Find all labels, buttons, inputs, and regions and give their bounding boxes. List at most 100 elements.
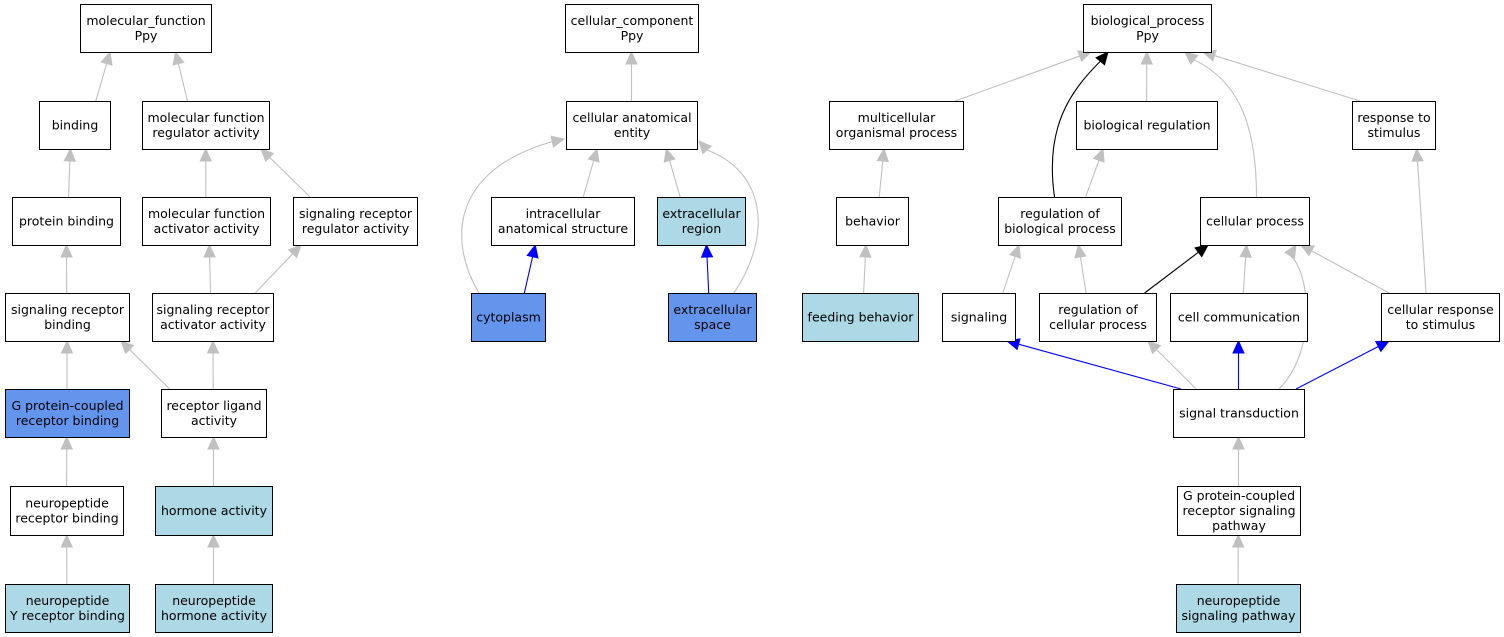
edge-arrowhead — [1009, 243, 1021, 259]
edge-arrowhead — [625, 50, 638, 65]
node-label-line: cellular process — [1206, 214, 1304, 229]
edge-sraa-to-srra — [254, 244, 302, 294]
node-box — [1170, 293, 1308, 342]
node-label-line: Ppy — [135, 28, 158, 43]
node-cyto: cytoplasm — [471, 293, 546, 342]
node-label-line: signal transduction — [1179, 406, 1299, 421]
edge-arrowhead — [1074, 243, 1087, 259]
edge-line — [1018, 343, 1182, 390]
edge-st-to-crs — [1295, 340, 1391, 390]
edge-arrowhead — [1375, 340, 1391, 353]
node-label-line: anatomical structure — [498, 221, 628, 236]
node-label-line: activity — [191, 413, 238, 428]
edge-nprb-to-gpcrb — [60, 435, 74, 487]
edge-crs-to-rts — [1411, 147, 1427, 294]
edge-arrowhead — [876, 147, 890, 163]
edge-arrowhead — [100, 50, 113, 66]
edge-arrowhead — [1095, 51, 1109, 66]
node-box — [1200, 197, 1310, 246]
node-behavior: behavior — [836, 197, 909, 246]
edge-rcp-to-cp — [1144, 244, 1209, 294]
edge-ecr-to-cae — [663, 147, 681, 198]
node-box — [152, 293, 274, 342]
edge-behavior-to-mop — [876, 147, 890, 198]
node-label-line: cellular process — [1049, 317, 1147, 332]
edge-line — [669, 160, 681, 198]
edge-arrowhead — [1147, 340, 1162, 355]
edge-gpcrb-to-srb — [60, 339, 74, 389]
edge-line — [1416, 160, 1427, 294]
edge-arrowhead — [1239, 243, 1252, 258]
node-label-line: signaling receptor — [299, 206, 413, 221]
node-label-line: cell communication — [1178, 310, 1300, 325]
node-box — [565, 4, 699, 53]
edge-rla-to-sraa — [206, 339, 220, 390]
node-label-line: hormone activity — [161, 503, 268, 518]
node-box — [1076, 101, 1218, 150]
node-feeding: feeding behavior — [802, 293, 919, 342]
edge-npsp-to-gpcrsp — [1231, 533, 1245, 585]
node-box — [942, 293, 1016, 342]
node-label-line: hormone activity — [161, 608, 268, 623]
edge-arrowhead — [663, 147, 676, 163]
edge-gpcrsp-to-st — [1232, 435, 1245, 486]
node-label-line: G protein-coupled — [11, 398, 123, 413]
edge-arrowhead — [260, 148, 275, 163]
edge-cc-to-cp — [1239, 243, 1252, 294]
edge-arrowhead — [587, 147, 600, 163]
edge-arrowhead — [60, 533, 74, 548]
node-label-line: cellular response — [1387, 302, 1494, 317]
edge-arrowhead — [550, 135, 566, 148]
node-box — [142, 197, 271, 246]
edge-hormone-to-rla — [207, 435, 220, 486]
node-label-line: Y receptor binding — [9, 608, 125, 623]
edge-line — [706, 149, 759, 294]
edge-rts-to-bp-root — [1201, 49, 1361, 102]
node-label-line: feeding behavior — [808, 310, 915, 325]
node-label-line: response to — [1357, 110, 1430, 125]
edge-arrowhead — [172, 50, 185, 66]
node-label-line: receptor ligand — [166, 398, 261, 413]
edge-arrowhead — [60, 339, 74, 354]
node-box — [668, 293, 757, 342]
node-label-line: neuropeptide — [25, 496, 109, 511]
edge-line — [1085, 160, 1100, 198]
node-label-line: molecular_function — [86, 13, 205, 28]
edge-ias-to-cae — [582, 147, 600, 198]
edge-arrowhead — [1092, 147, 1105, 163]
node-box — [657, 197, 746, 246]
node-label-line: Ppy — [1136, 28, 1159, 43]
edge-line — [269, 156, 311, 198]
edge-arrowhead — [700, 243, 714, 258]
edge-line — [461, 141, 553, 294]
node-label-line: regulator activity — [152, 125, 260, 140]
node-box — [39, 101, 111, 150]
node-label-line: molecular function — [147, 110, 264, 125]
edge-line — [1156, 349, 1197, 390]
node-label-line: biological_process — [1091, 13, 1205, 28]
edge-arrowhead — [1194, 244, 1209, 258]
edge-rla-to-srb — [120, 340, 170, 390]
edge-arrowhead — [207, 533, 220, 548]
node-label-line: biological regulation — [1083, 118, 1210, 133]
edge-feeding-to-behavior — [859, 243, 872, 294]
node-box — [802, 293, 919, 342]
edge-arrowhead — [698, 140, 712, 155]
edge-line — [1002, 256, 1016, 294]
edge-cp-to-bp-root — [1184, 51, 1258, 198]
edge-binding-to-mf-root — [95, 50, 113, 102]
edge-srra-to-mf-reg — [260, 148, 311, 198]
node-label-line: organismal process — [836, 125, 957, 140]
edge-cyto-to-cae — [461, 135, 566, 294]
